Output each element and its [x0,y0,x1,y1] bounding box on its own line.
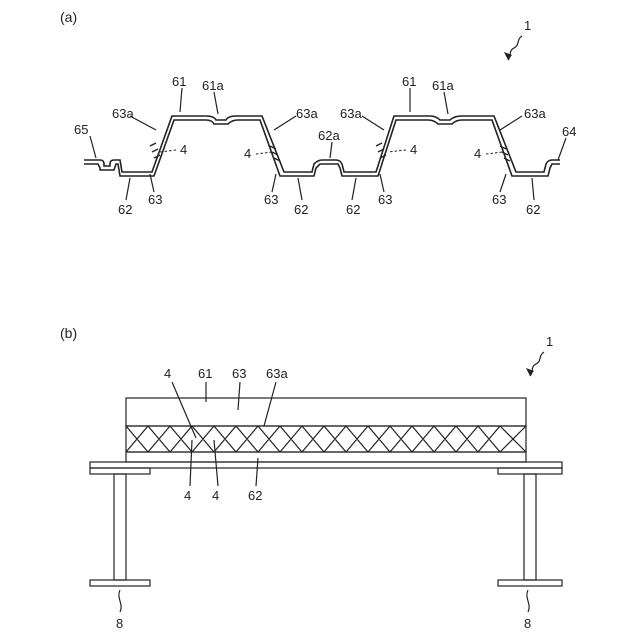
ref-1-label-b: 1 [546,334,553,349]
lattice-lines [126,426,526,452]
label-63a-1: 63a [112,106,134,121]
label-b-8-left: 8 [116,616,123,631]
label-4-2: 4 [244,146,251,161]
leader-b-63 [238,382,240,410]
leader-b-4-2 [214,440,218,486]
weld-hatches-a [150,143,510,161]
panel-b-label: (b) [60,325,77,341]
leader-63a-1 [130,116,156,130]
label-63a-4: 63a [524,106,546,121]
right-i-beam [498,468,562,586]
leaders-b [119,382,529,612]
deck-lattice-band [126,426,526,452]
label-b-63: 63 [232,366,246,381]
label-61a-1: 61a [202,78,224,93]
label-63-4: 63 [492,192,506,207]
label-62-1: 62 [118,202,132,217]
leader-62-2 [298,178,302,200]
leader-63a-2 [274,116,296,130]
label-62-4: 62 [526,202,540,217]
label-65: 65 [74,122,88,137]
label-63a-2: 63a [296,106,318,121]
leader-4-4 [486,152,502,154]
leader-61a-2 [444,92,448,114]
leader-62-1 [126,178,130,200]
label-b-63a: 63a [266,366,288,381]
label-4-4: 4 [474,146,481,161]
right-beam-top-flange [498,468,562,474]
leader-62-4 [532,178,534,200]
leader-b-4-top [172,382,196,438]
label-4-1: 4 [180,142,187,157]
left-beam-web [114,474,126,580]
leader-62a [330,142,332,158]
leader-65 [90,136,96,158]
ref-1-label-a: 1 [524,18,531,33]
panel-a-label: (a) [60,9,77,25]
label-b-4-2: 4 [212,488,219,503]
label-63-2: 63 [264,192,278,207]
leader-b-63a [264,382,276,426]
left-beam-top-flange [90,468,150,474]
leader-b-8-right [527,590,529,612]
left-beam-bottom-flange [90,580,150,586]
leader-63-3 [380,174,384,192]
label-61a-2: 61a [432,78,454,93]
panel-a: (a) 1 [60,9,576,217]
right-beam-bottom-flange [498,580,562,586]
deck-lattice [126,426,526,452]
leader-b-4-1 [190,440,192,486]
corrugated-profile [84,116,560,176]
leader-63-2 [272,174,276,192]
leader-63-4 [500,174,506,192]
leader-61a-1 [214,92,218,114]
labels-b: 4 61 63 63a 4 4 62 8 8 [116,366,531,631]
label-63a-3: 63a [340,106,362,121]
label-b-8-right: 8 [524,616,531,631]
leader-62-3 [352,178,356,200]
deck-upper-body [126,398,526,426]
left-i-beam [90,468,150,586]
label-61-2: 61 [402,74,416,89]
hatch-web-1 [150,143,160,158]
label-63-1: 63 [148,192,162,207]
label-62-3: 62 [346,202,360,217]
label-62a: 62a [318,128,340,143]
label-b-4-top: 4 [164,366,171,381]
label-4-3: 4 [410,142,417,157]
label-63-3: 63 [378,192,392,207]
deck-lower-flange [126,452,526,462]
panel-b: (b) 1 [60,325,562,631]
leader-b-8-left [119,590,121,612]
leader-61-1 [180,88,182,112]
right-beam-web [524,474,536,580]
leader-4-3 [388,150,406,152]
label-b-62: 62 [248,488,262,503]
label-64: 64 [562,124,576,139]
leader-63a-4 [500,116,522,130]
label-62-2: 62 [294,202,308,217]
label-b-4-1: 4 [184,488,191,503]
label-61-1: 61 [172,74,186,89]
leader-4-2 [256,152,272,154]
girder-top-flange [90,462,562,468]
label-b-61: 61 [198,366,212,381]
leader-63a-3 [362,116,384,130]
leader-64 [558,138,566,160]
